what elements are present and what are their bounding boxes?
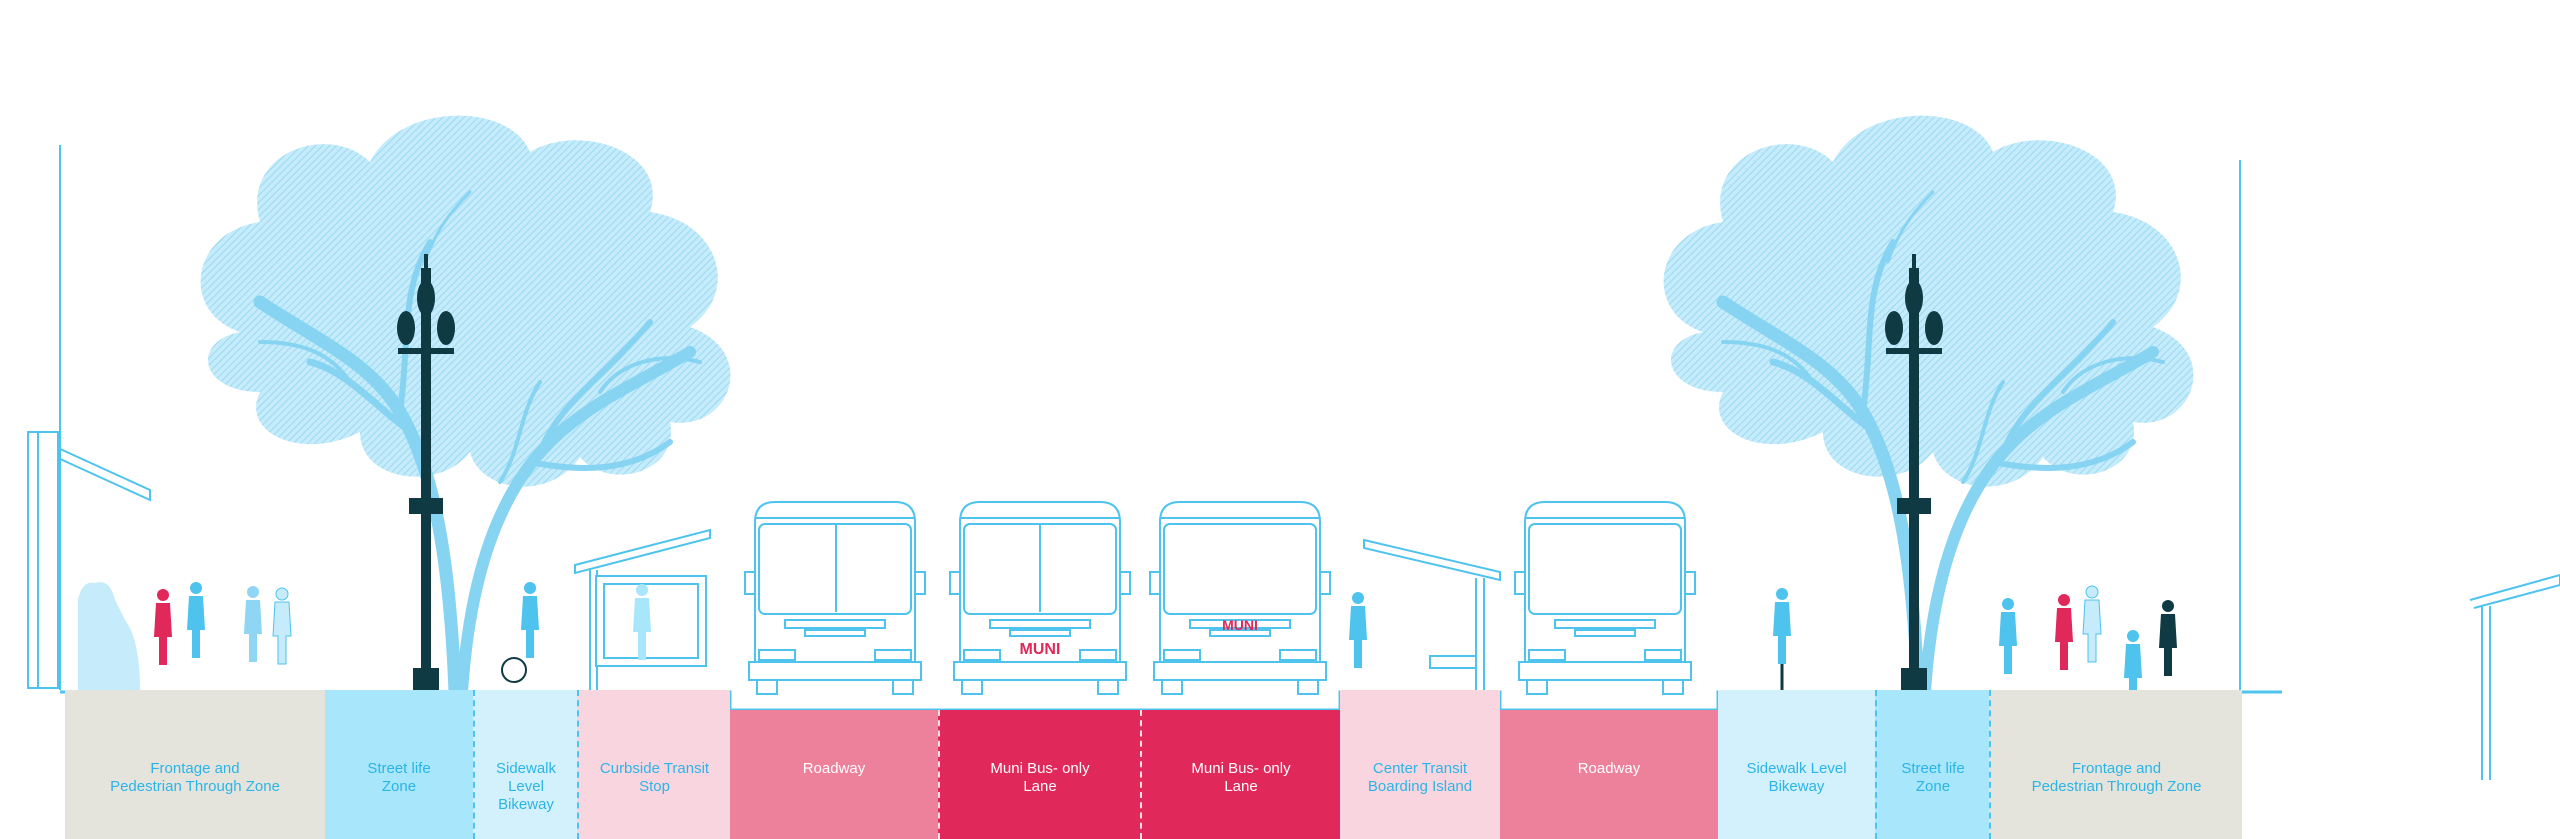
zone-sidewalk-bikeway-right: Sidewalk Level Bikeway <box>1718 690 1875 839</box>
zone-label: Curbside Transit Stop <box>599 760 710 795</box>
zone-label: Sidewalk Level Bikeway <box>495 760 557 813</box>
curbside-shelter <box>574 528 711 690</box>
bus-roadway-right <box>1514 501 1696 695</box>
storefront-awning-left <box>27 431 151 689</box>
bus-muni-lane-2 <box>1149 501 1331 695</box>
zone-label: Muni Bus- only Lane <box>1191 760 1291 795</box>
zone-muni-lane-1: Muni Bus- only Lane <box>938 710 1140 839</box>
zone-muni-lane-2: Muni Bus- only Lane <box>1140 710 1340 839</box>
center-island-shelter <box>1363 538 1501 690</box>
zone-center-island: Center Transit Boarding Island <box>1340 690 1500 839</box>
zone-label: Muni Bus- only Lane <box>990 760 1090 795</box>
zone-label: Frontage and Pedestrian Through Zone <box>2031 760 2202 795</box>
zone-street-life-right: Street life Zone <box>1875 690 1989 839</box>
zone-label: Street life Zone <box>1901 760 1965 795</box>
pedestrians-right <box>1999 585 2177 706</box>
zone-frontage-left: Frontage and Pedestrian Through Zone <box>65 690 325 839</box>
zone-label: Street life Zone <box>367 760 431 795</box>
zone-label: Frontage and Pedestrian Through Zone <box>110 760 280 795</box>
muni-logo-2: MUNI <box>1222 617 1258 633</box>
zone-curbside-transit: Curbside Transit Stop <box>577 690 730 839</box>
muni-logo-1: MUNI <box>1020 641 1061 658</box>
street-tree-right <box>1664 116 2194 692</box>
zone-frontage-right: Frontage and Pedestrian Through Zone <box>1989 690 2242 839</box>
zone-sidewalk-bikeway-left: Sidewalk Level Bikeway <box>473 690 577 839</box>
zone-label: Roadway <box>802 760 866 777</box>
cyclist-left <box>501 582 539 683</box>
zone-roadway-left: Roadway <box>730 710 938 839</box>
zone-label: Sidewalk Level Bikeway <box>1746 760 1847 795</box>
zone-label: Roadway <box>1577 760 1641 777</box>
zone-street-life-left: Street life Zone <box>325 690 473 839</box>
zone-label: Center Transit Boarding Island <box>1367 760 1473 795</box>
pedestrians-left <box>78 582 292 690</box>
zone-roadway-right: Roadway <box>1500 710 1718 839</box>
boarding-passenger <box>1349 592 1367 668</box>
cyclist-right <box>1773 588 1791 690</box>
storefront-awning-right <box>2469 573 2560 780</box>
